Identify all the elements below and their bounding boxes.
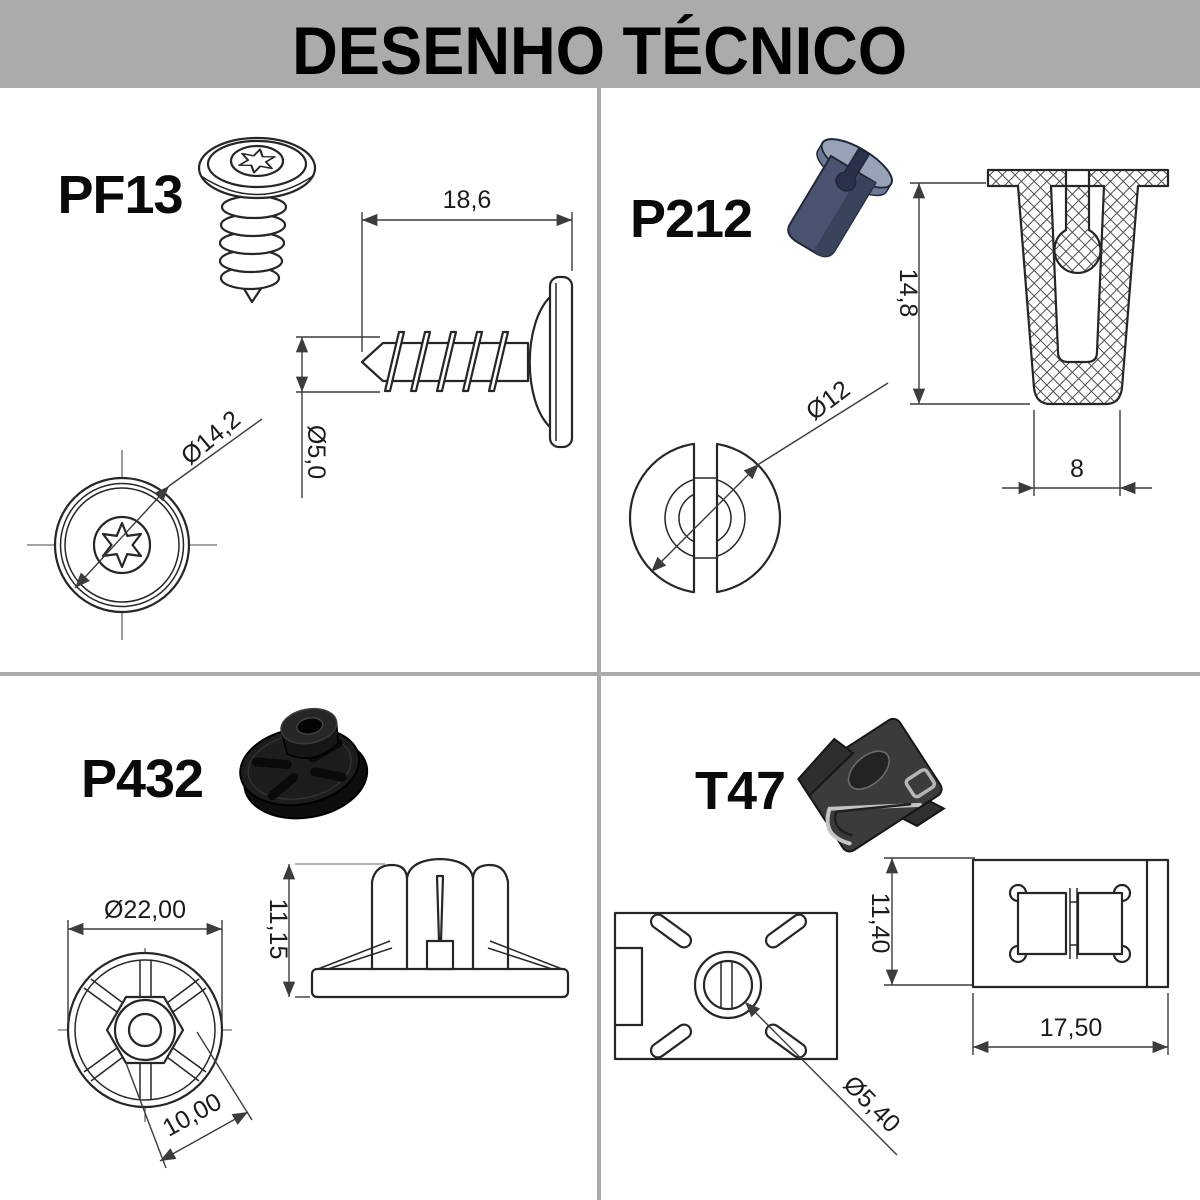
t47-panel: T47 [613,717,1170,1156]
p212-width-value: 8 [1070,455,1084,483]
p432-front-view [310,857,570,999]
t47-base-width-value: 17,50 [1040,1014,1103,1042]
torx-star-icon [238,148,276,174]
p432-flange-diameter-value: Ø22,00 [104,896,186,924]
part-code-p212: P212 [630,189,752,249]
p432-height-dimension: 11,15 [264,863,385,998]
p212-height-value: 14,8 [894,269,922,318]
part-code-t47: T47 [695,761,785,821]
pf13-3d-render [197,136,317,304]
horizontal-divider [0,672,1200,676]
t47-base-width-dimension: 17,50 [972,993,1169,1055]
p212-section-view [986,168,1170,406]
p432-3d-render [239,707,369,820]
p212-3d-render [787,138,893,258]
t47-top-view [613,911,839,1061]
part-code-p432: P432 [81,749,203,809]
p432-ribs [83,960,207,1100]
pf13-side-view [360,275,574,449]
pf13-thread-profile [383,330,510,393]
pf13-bottom-view [27,450,217,640]
t47-height-dimension: 11,40 [866,857,975,986]
p432-panel: P432 [58,707,570,1169]
pf13-panel: PF13 [27,136,574,640]
page-title: DESENHO TÉCNICO [292,13,908,89]
p212-diameter-value: Ø12 [801,375,856,426]
p212-height-dimension: 14,8 [894,182,1030,405]
pf13-length-value: 18,6 [443,186,492,214]
pf13-shank-diameter-dimension: Ø5,0 [295,336,380,498]
header-bar: DESENHO TÉCNICO [0,0,1200,89]
t47-hole-diameter-value: Ø5,40 [838,1070,906,1138]
t47-3d-render [797,717,946,853]
part-code-pf13: PF13 [57,165,182,225]
vertical-divider [597,88,601,1200]
t47-height-value: 11,40 [866,893,894,954]
p432-height-value: 11,15 [264,899,292,960]
p212-panel: P212 14,8 8 [628,138,1170,600]
t47-side-view [971,858,1170,989]
p432-top-view [58,948,232,1122]
p212-width-dimension: 8 [1002,410,1152,496]
pf13-shank-diameter-value: Ø5,0 [302,425,330,479]
pf13-length-dimension: 18,6 [361,186,573,352]
p432-flange-diameter-dimension: Ø22,00 [67,896,223,1022]
